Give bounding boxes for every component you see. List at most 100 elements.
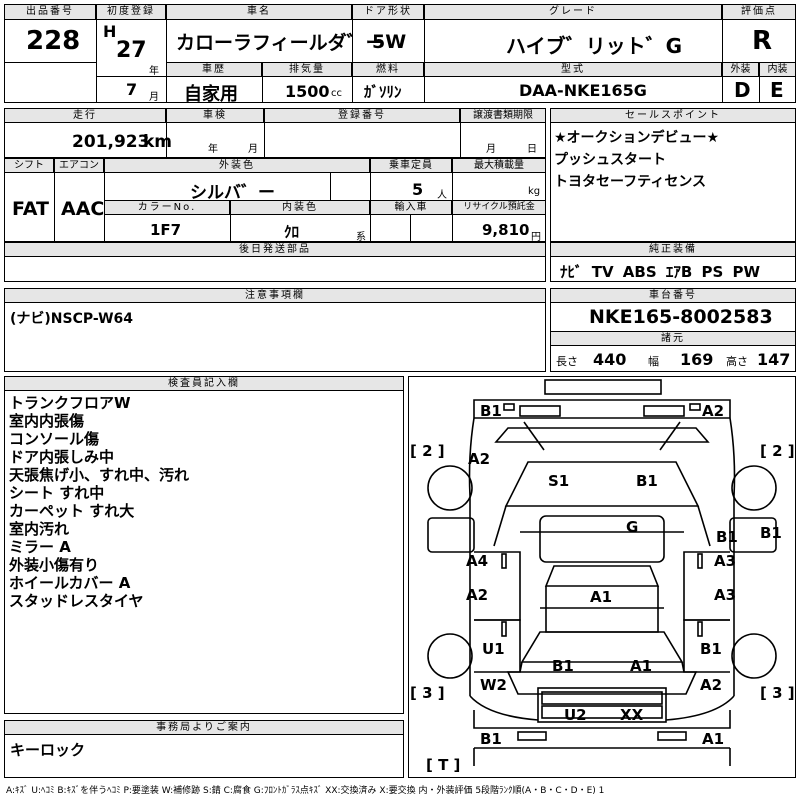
transfer-month-unit: 月 [486,144,496,155]
office-label: 事務局よりご案内 [4,720,404,735]
door-label: ドア形状 [352,4,424,20]
u1-label: U1 [482,640,505,658]
history: 自家用 [184,84,238,105]
a3-right-lower-label: A3 [714,586,736,604]
height-label: 高さ [726,355,748,368]
a1-center-label: A1 [590,588,612,606]
int-color-label: 内装色 [230,200,370,215]
mileage: 201,923 [72,132,150,152]
notes-label: 注意事項欄 [4,288,546,303]
year-unit: 年 [149,66,159,77]
bracket-right-bottom-label: [ 3 ] [760,684,795,702]
car-diagram: B1 A2 [ 2 ] [ 2 ] A2 S1 B1 G B1 B1 A4 A3… [410,379,795,774]
u2-label: U2 [564,706,587,724]
w2-label: W2 [480,676,507,694]
capacity-label: 乗車定員 [370,158,452,173]
a2-left-lower-label: A2 [466,586,488,604]
inspector-label: 検査員記入欄 [4,376,404,391]
xx-label: XX [620,706,644,724]
inspector-line: ミラー A [9,538,71,556]
inspector-box [4,376,404,714]
grade-label: グレード [424,4,722,20]
displacement: 1500 [285,82,330,101]
transfer-day-unit: 日 [527,144,537,155]
a2-top-right-label: A2 [702,402,724,420]
recycle: 9,810 [482,221,530,239]
capacity: 5 [412,180,424,199]
int-color-unit: 系 [356,232,366,243]
length: 440 [593,350,627,369]
door: 5W [372,31,407,53]
a1-bottom-right-label: A1 [702,730,724,748]
car-name: カローラフィールダ゛ー [176,32,385,54]
era: H [103,22,117,41]
inspector-line: 天張焦げ小、すれ中、汚れ [9,466,190,484]
later-parts-label: 後日発送部品 [4,242,546,257]
plate-label: 登録番号 [264,108,460,123]
inspector-line: スタッドレスタイヤ [9,592,144,610]
chassis-number: NKE165-8002583 [589,306,773,328]
displacement-label: 排気量 [262,62,352,77]
int-score: E [770,78,784,102]
reg-year: 27 [116,38,147,63]
month-unit: 月 [149,92,159,103]
capacity-unit: 人 [437,190,447,201]
grade: ハイブ゛リット゛G [506,34,683,58]
lot-no-label: 出品番号 [4,4,96,20]
b1-right-lower-label: B1 [700,640,722,658]
genuine-label: 純正装備 [550,242,796,257]
fuel-label: 燃料 [352,62,424,77]
header-frame [4,4,796,103]
a2-right-lower-label: A2 [700,676,722,694]
int-label: 内装 [759,62,796,77]
inspector-line: 室内内張傷 [9,412,85,430]
inspector-line: トランクフロアW [9,394,131,412]
aircon: AAC [61,198,105,220]
sales-point-box [550,108,796,242]
a1-rear-label: A1 [630,657,652,675]
inspector-line: 外装小傷有り [9,556,100,574]
genuine-items: ﾅﾋﾞ TV ABS ｴｱB PS PW [560,263,761,281]
sales-point-line: ★オークションデビュー★ [554,130,720,146]
lot-no: 228 [26,26,81,56]
car-diagram-box [408,376,796,778]
b1-right-a-label: B1 [716,528,738,546]
recycle-unit: 円 [531,232,541,243]
inspector-line: ホイールカバー A [9,574,131,592]
inspection-year-unit: 年 [208,144,218,155]
color-label: 外装色 [104,158,370,173]
a4-label: A4 [466,552,488,570]
model-label: 型式 [424,62,722,77]
b1-rear-label: B1 [552,657,574,675]
chassis-label: 車台番号 [550,288,796,303]
sales-point-lines: ★オークションデビュー★ プッシュスタート トヨタセーフティセンス [554,127,719,193]
bracket-left-top-label: [ 2 ] [410,442,445,460]
a2-left-label: A2 [468,450,490,468]
recycle-label: リサイクル預託金 [452,200,546,215]
km-unit: km [143,132,173,152]
height: 147 [757,350,791,369]
s1-label: S1 [548,472,569,490]
g-label: G [626,518,638,536]
sales-point-label: セールスポイント [550,108,796,123]
first-reg-label: 初度登録 [96,4,166,20]
int-color: ｸﾛ [284,223,300,241]
inspector-lines: トランクフロアW 室内内張傷 コンソール傷 ドア内張しみ中 天張焦げ小、すれ中、… [9,394,189,610]
inspector-line: ドア内張しみ中 [9,448,115,466]
b1-top-left-label: B1 [480,402,502,420]
ext-score: D [734,78,751,102]
color: シルバ゛ー [190,183,275,203]
width-label: 幅 [648,355,659,368]
width: 169 [680,350,714,369]
inspector-line: 室内汚れ [9,520,70,538]
b1-right-edge-label: B1 [760,524,782,542]
score: R [752,26,773,56]
office-text: キーロック [10,741,86,759]
fuel: ｶﾞｿﾘﾝ [364,83,402,101]
cc-unit: cc [331,88,342,99]
t-bracket-label: [ T ] [426,756,460,774]
max-load-unit: kg [528,186,541,197]
color-no-label: カラーNo. [104,200,230,215]
score-label: 評価点 [722,4,796,20]
color-no: 1F7 [150,221,182,239]
